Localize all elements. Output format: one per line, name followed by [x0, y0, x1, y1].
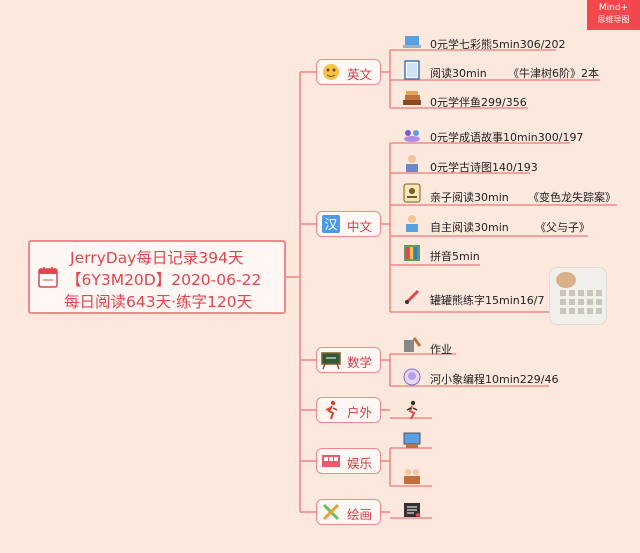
ruler-pencil-icon [322, 503, 340, 521]
leaf-chinese-1[interactable]: 0元学成语故事10min300/197 [430, 131, 584, 144]
id-card-icon [403, 183, 421, 203]
leaf-math-1[interactable]: 作业 [430, 343, 452, 356]
branch-label: 英文 [347, 67, 373, 82]
branch-label: 娱乐 [347, 456, 373, 471]
branch-label: 户外 [347, 405, 373, 420]
han-character-icon: 汉 [322, 215, 340, 233]
central-line-2: 【6Y3M20D】2020-06-22 [66, 271, 262, 289]
brush-icon [404, 289, 420, 305]
sketchbook-icon[interactable] [402, 500, 422, 520]
central-line-3: 每日阅读643天·练字120天 [64, 293, 253, 311]
leaf-english-2-note: 《牛津树6阶》2本 [508, 67, 599, 80]
svg-text:汉: 汉 [324, 218, 337, 233]
central-topic[interactable]: JerryDay每日记录394天 【6Y3M20D】2020-06-22 每日阅… [28, 240, 286, 314]
reader-icon [406, 215, 418, 232]
leaf-chinese-3[interactable]: 亲子阅读30min [430, 191, 509, 204]
kids-playing-icon[interactable] [402, 466, 422, 486]
tools-icon [404, 337, 422, 352]
laptop-icon [403, 36, 421, 48]
runner-icon [325, 400, 338, 420]
elephant-icon [403, 368, 421, 386]
tv-show-icon[interactable] [402, 430, 422, 450]
books-stack-icon [403, 91, 421, 105]
leaf-english-3[interactable]: 0元学伴鱼299/356 [430, 96, 527, 109]
theater-icon [322, 455, 340, 467]
branch-entertainment[interactable]: 娱乐 [316, 448, 381, 474]
leaf-chinese-6[interactable]: 罐罐熊练字15min16/7 [430, 294, 545, 307]
calligraphy-photo [549, 267, 607, 325]
branch-outdoor[interactable]: 户外 [316, 397, 381, 423]
leaf-chinese-2[interactable]: 0元学古诗图140/193 [430, 161, 538, 174]
branch-label: 数学 [347, 355, 373, 370]
branch-label: 中文 [347, 219, 373, 234]
leaf-math-2[interactable]: 河小象编程10min229/46 [430, 373, 559, 386]
globe-mascot-icon [323, 64, 339, 80]
branch-label: 绘画 [347, 507, 373, 522]
branch-math[interactable]: 数学 [316, 347, 381, 373]
branch-english[interactable]: 英文 [316, 59, 381, 85]
branch-chinese[interactable]: 汉 中文 [316, 211, 381, 237]
running-kid-icon[interactable] [402, 400, 422, 420]
leaf-chinese-4-note: 《父与子》 [535, 221, 590, 234]
bookshelf-icon [404, 245, 420, 261]
blackboard-icon [321, 352, 341, 370]
badge-title: Mind+ [598, 3, 629, 13]
calendar-icon [38, 267, 58, 288]
leaf-chinese-4[interactable]: 自主阅读30min [430, 221, 509, 234]
branch-drawing[interactable]: 绘画 [316, 499, 381, 525]
leaf-english-2[interactable]: 阅读30min [430, 67, 487, 80]
student-icon [406, 155, 418, 172]
book-icon [404, 60, 420, 80]
app-badge[interactable]: Mind+ 思维导图 [587, 0, 640, 30]
badge-subtitle: 思维导图 [597, 15, 630, 24]
people-group-icon [404, 130, 420, 142]
leaf-chinese-5[interactable]: 拼音5min [430, 250, 480, 263]
leaf-english-1[interactable]: 0元学七彩熊5min306/202 [430, 38, 566, 51]
central-line-1: JerryDay每日记录394天 [70, 249, 244, 267]
leaf-chinese-3-note: 《变色龙失踪案》 [528, 191, 616, 204]
